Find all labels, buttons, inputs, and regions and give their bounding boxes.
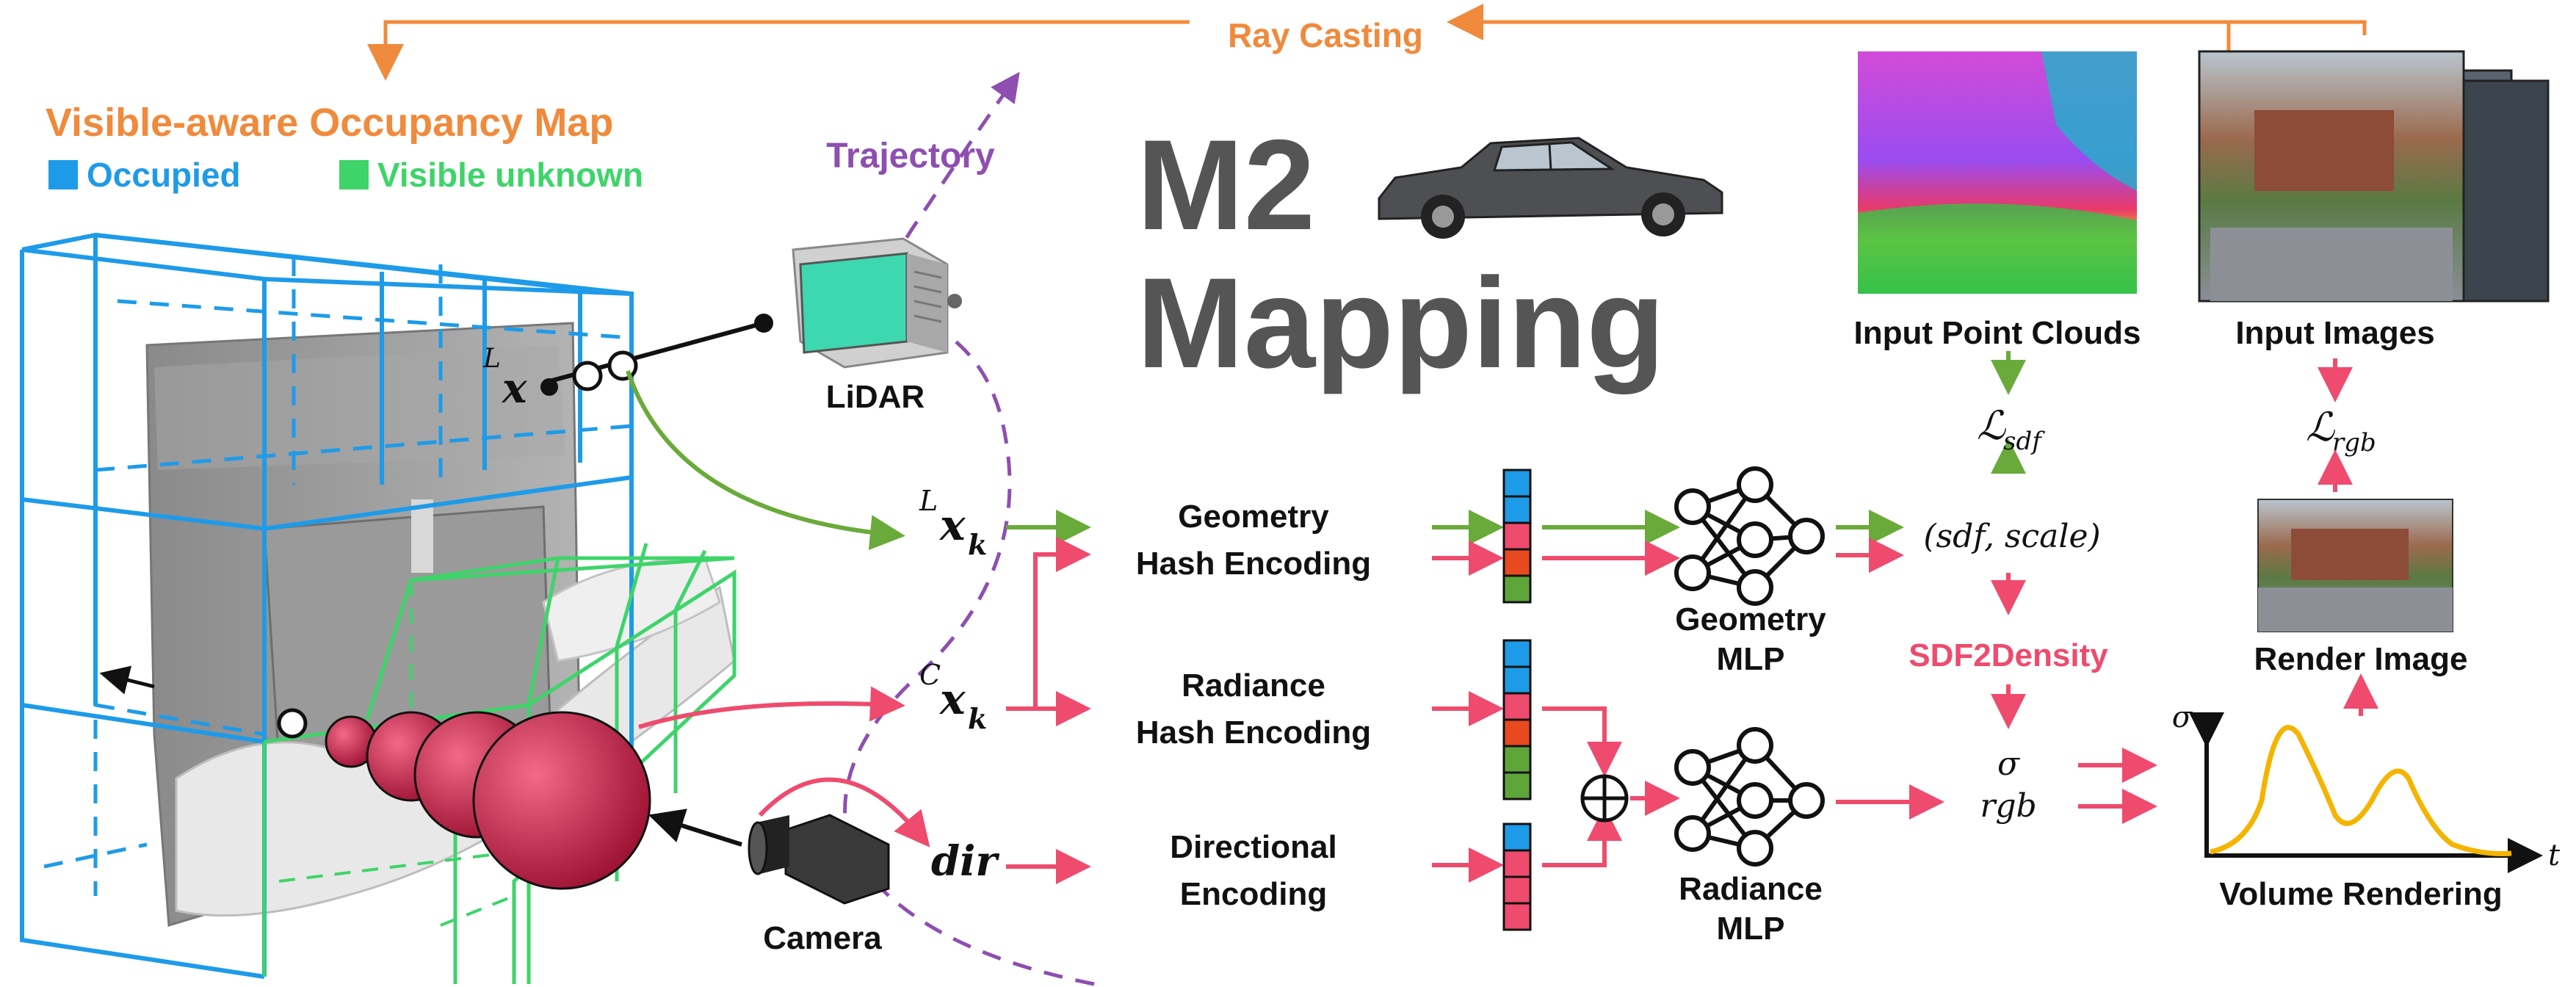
- geometry-feature-vector: [1502, 469, 1532, 604]
- legend-occupied-swatch: [48, 160, 78, 189]
- geometry-mlp-line2: MLP: [1717, 641, 1785, 677]
- lidar-device-icon: [792, 237, 962, 369]
- lidar-xk-sup: L: [919, 485, 938, 517]
- loss-sdf: ℒ sdf: [1977, 402, 2045, 456]
- sigma-output: σ: [1997, 745, 2021, 783]
- input-dir: dir: [931, 837, 999, 886]
- radiance-encoding-line1: Radiance: [1182, 668, 1325, 704]
- radiance-feature-vector: [1502, 639, 1532, 800]
- volume-rendering-plot: [2189, 712, 2543, 873]
- camera-ray-spheres: [277, 708, 742, 890]
- sdf-scale-label: (sdf, scale): [1923, 518, 2100, 555]
- rgb-output: rgb: [1980, 787, 2036, 825]
- input-images-label: Input Images: [2235, 315, 2434, 351]
- geometry-mlp-line1: Geometry: [1675, 601, 1826, 637]
- lidar-xk-sub: k: [968, 528, 987, 561]
- ray-casting-arrow: [367, 4, 2367, 81]
- render-image: [2257, 499, 2453, 632]
- occupancy-map-title: Visible-aware Occupancy Map: [46, 101, 613, 145]
- title-mapping: Mapping: [1137, 252, 1665, 395]
- render-image-label: Render Image: [2254, 641, 2468, 677]
- plot-axis-t: t: [2548, 839, 2561, 872]
- sphere-to-xk-arrow: [638, 686, 905, 729]
- lidar-label: LiDAR: [826, 379, 925, 415]
- lidar-point-label: L x: [482, 344, 527, 413]
- loss-rgb-sub: rgb: [2332, 428, 2376, 458]
- cam-xk-x: x: [938, 674, 966, 724]
- camera-to-dir-arrow: [758, 777, 930, 847]
- input-camera-xk: C x k: [919, 659, 987, 735]
- radiance-mlp-line1: Radiance: [1679, 871, 1823, 907]
- radiance-mlp-icon: [1674, 727, 1825, 867]
- loss-rgb-main: ℒ: [2306, 404, 2335, 450]
- geometry-encoding-line2: Hash Encoding: [1136, 546, 1371, 582]
- directional-feature-vector: [1502, 822, 1532, 931]
- input-lidar-xk: L x k: [919, 485, 987, 561]
- occupancy-scene: [20, 232, 737, 984]
- lidar-point-sup: L: [482, 344, 501, 374]
- loss-sdf-sub: sdf: [2003, 427, 2045, 456]
- input-point-clouds-label: Input Point Clouds: [1853, 315, 2141, 351]
- plot-axis-sigma: σ: [2172, 701, 2193, 734]
- radiance-encoding-line2: Hash Encoding: [1136, 715, 1371, 751]
- lidar-ray: [540, 314, 773, 396]
- lidar-xk-x: x: [938, 500, 966, 550]
- geometry-encoding-line1: Geometry: [1178, 499, 1329, 535]
- geometry-mlp-icon: [1674, 466, 1825, 606]
- lidar-point-x: x: [502, 364, 527, 413]
- sdf2density-label: SDF2Density: [1909, 637, 2108, 673]
- loss-rgb: ℒ rgb: [2306, 404, 2376, 458]
- directional-encoding-line1: Directional: [1170, 829, 1336, 865]
- input-point-cloud-image: [1858, 51, 2137, 294]
- camera-label: Camera: [763, 920, 882, 956]
- cam-xk-sup: C: [919, 659, 941, 691]
- input-images-stack: [2198, 50, 2550, 303]
- directional-encoding-line2: Encoding: [1180, 876, 1327, 912]
- title-m2: M2: [1137, 114, 1315, 257]
- legend-visible-label: Visible unknown: [377, 156, 643, 194]
- trajectory-label: Trajectory: [826, 137, 995, 176]
- radiance-mlp-line2: MLP: [1717, 911, 1785, 947]
- concat-icon: [1580, 774, 1629, 822]
- lidar-to-xk-arrow: [626, 370, 905, 551]
- cam-xk-sub: k: [968, 702, 987, 735]
- camera-device-icon: [748, 814, 890, 905]
- car-icon: [1378, 137, 1723, 239]
- volume-rendering-label: Volume Rendering: [2219, 876, 2502, 912]
- loss-sdf-main: ℒ: [1977, 402, 2006, 449]
- legend-visible-swatch: [339, 160, 369, 189]
- legend-occupied-label: Occupied: [87, 156, 241, 194]
- density-curve: [2210, 725, 2512, 856]
- ray-casting-label: Ray Casting: [1228, 16, 1423, 54]
